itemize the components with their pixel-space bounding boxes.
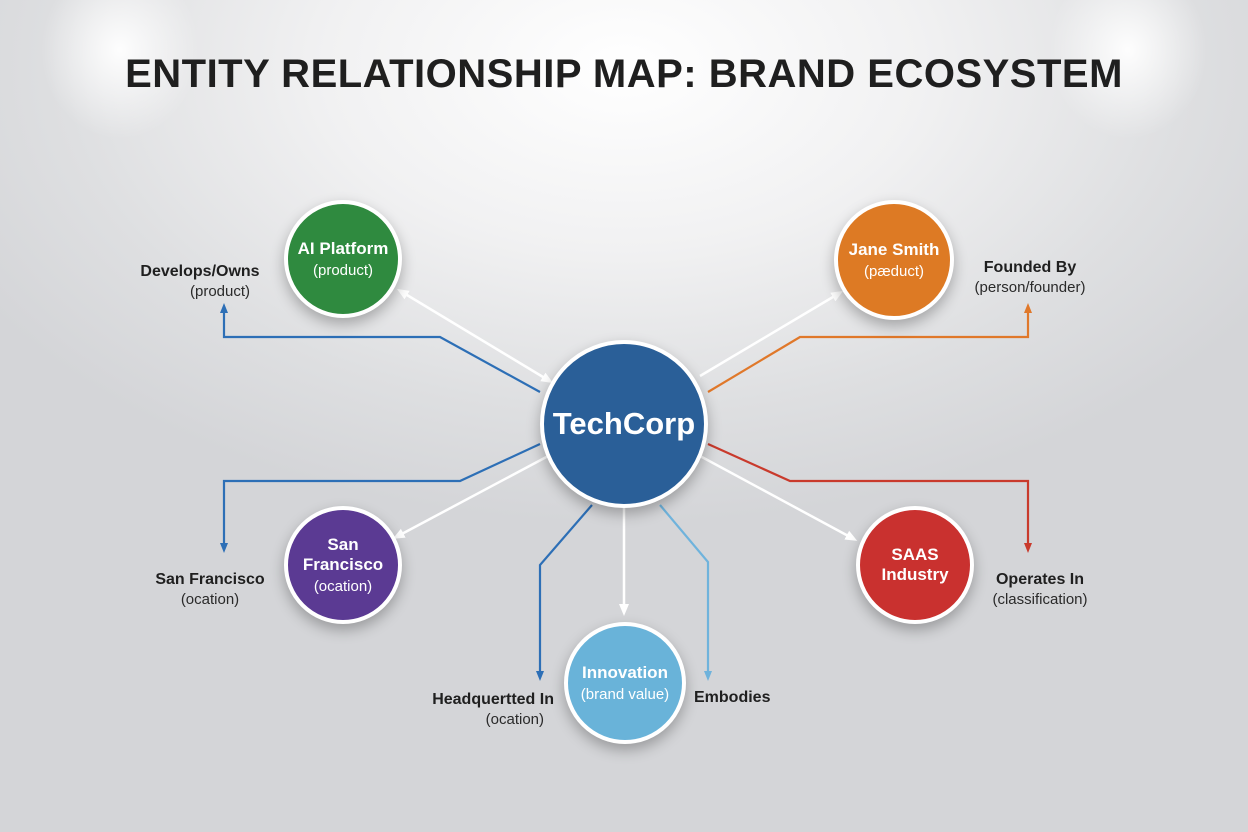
node-innovation[interactable]: Innovation (brand value) bbox=[564, 622, 686, 744]
label-embodies: Embodies bbox=[694, 689, 771, 706]
label-founded-by: Founded By (person/founder) bbox=[974, 259, 1086, 296]
label-san-francisco: San Francisco (ocation) bbox=[155, 571, 265, 608]
link-san-francisco bbox=[220, 443, 541, 553]
arrow-jane-smith bbox=[699, 290, 844, 378]
spotlight-right bbox=[1048, 0, 1208, 140]
link-operates-in bbox=[707, 442, 1032, 553]
link-headquartered-in bbox=[536, 504, 593, 681]
node-title: San Francisco bbox=[302, 534, 384, 574]
spotlight-left bbox=[40, 0, 200, 140]
link-founded-by bbox=[707, 303, 1032, 393]
node-type: (pæduct) bbox=[863, 262, 925, 280]
link-develops-owns bbox=[220, 303, 541, 393]
node-title: TechCorp bbox=[552, 406, 696, 441]
label-headquartered-in: Headquertted In (ocation) bbox=[432, 691, 554, 728]
node-type: (ocation) bbox=[313, 577, 373, 595]
label-operates-in: Operates In (classification) bbox=[992, 571, 1088, 608]
arrow-ai-platform bbox=[396, 288, 554, 384]
arrow-saas bbox=[699, 454, 858, 541]
node-title: Jane Smith bbox=[848, 239, 940, 259]
node-title: AI Platform bbox=[297, 238, 389, 258]
node-jane-smith[interactable]: Jane Smith (pæduct) bbox=[834, 200, 954, 320]
arrow-san-francisco bbox=[392, 452, 553, 539]
label-develops-owns: Develops/Owns (product) bbox=[140, 263, 260, 300]
link-embodies bbox=[659, 504, 712, 681]
node-ai-platform[interactable]: AI Platform (product) bbox=[284, 200, 402, 318]
node-saas-industry[interactable]: SAAS Industry bbox=[856, 506, 974, 624]
node-title: Innovation bbox=[582, 662, 668, 682]
node-san-francisco[interactable]: San Francisco (ocation) bbox=[284, 506, 402, 624]
node-type: (product) bbox=[312, 261, 374, 279]
diagram-title: ENTITY RELATIONSHIP MAP: BRAND ECOSYSTEM bbox=[125, 52, 1123, 96]
node-techcorp[interactable]: TechCorp bbox=[540, 340, 708, 508]
node-type: (brand value) bbox=[580, 685, 670, 703]
node-title: SAAS Industry bbox=[881, 545, 949, 584]
